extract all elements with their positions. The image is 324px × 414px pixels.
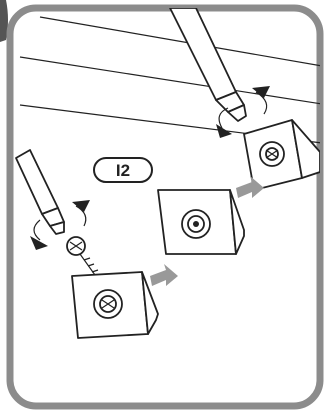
step-label: I2 <box>116 161 130 180</box>
step-badge: I2 <box>94 158 152 182</box>
bracket-middle <box>158 190 244 254</box>
bracket-bottom <box>72 272 158 338</box>
